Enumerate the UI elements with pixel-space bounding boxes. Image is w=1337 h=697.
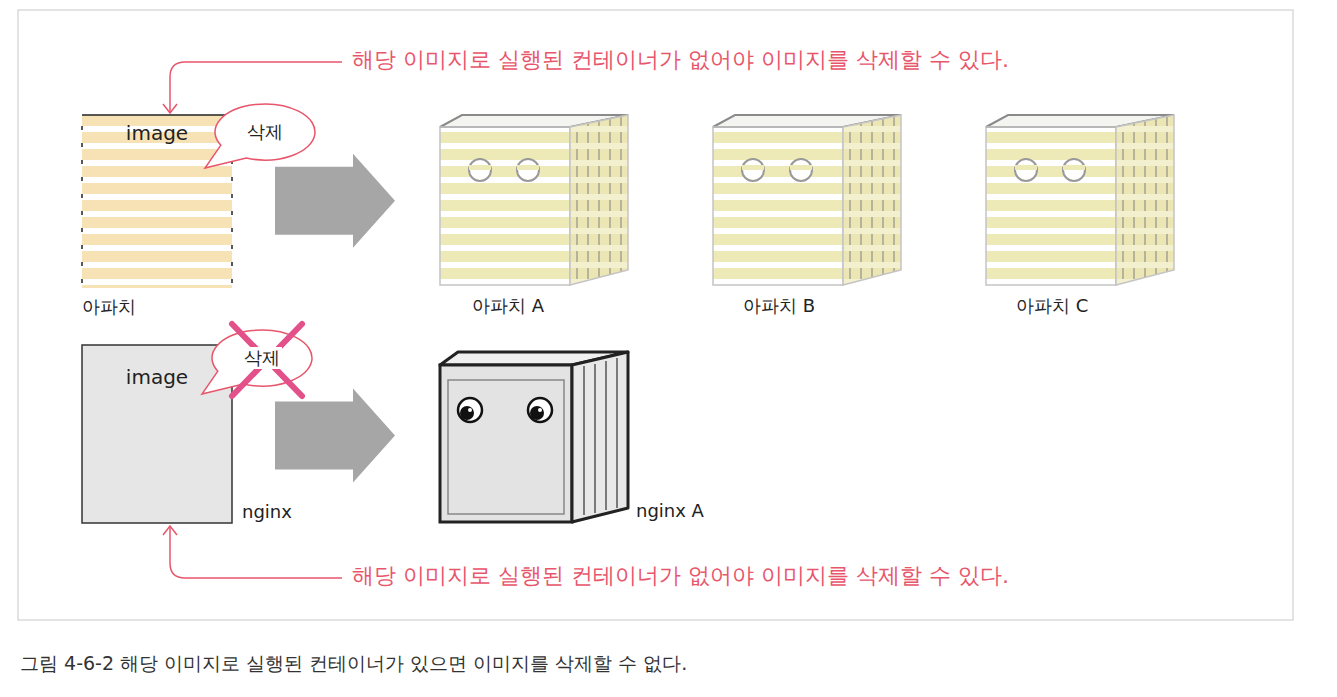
text-holder: 삭제 bbox=[212, 330, 312, 386]
text-holder: image bbox=[82, 121, 232, 145]
apache-container bbox=[440, 115, 628, 285]
figure-caption: 그림 4-6-2 해당 이미지로 실행된 컨테이너가 있으면 이미지를 삭제할 … bbox=[20, 652, 687, 674]
apache-image-shape bbox=[82, 115, 232, 288]
apache-container bbox=[713, 115, 901, 285]
callout-note: 해당 이미지로 실행된 컨테이너가 없어야 이미지를 삭제할 수 있다. bbox=[352, 563, 1009, 588]
figure-caption-holder: 그림 4-6-2 해당 이미지로 실행된 컨테이너가 있으면 이미지를 삭제할 … bbox=[20, 652, 687, 675]
callout-note-holder: 해당 이미지로 실행된 컨테이너가 없어야 이미지를 삭제할 수 있다. bbox=[352, 563, 1009, 589]
box-caption: nginx A bbox=[636, 500, 704, 521]
container-box: 아파치 B bbox=[713, 115, 901, 285]
box-caption: 아파치 A bbox=[472, 295, 544, 316]
text-holder: 아파치 bbox=[82, 296, 136, 318]
box-caption: 아파치 B bbox=[743, 295, 815, 316]
box-caption: nginx bbox=[242, 501, 292, 522]
leader-line bbox=[163, 526, 342, 578]
image-box: image아파치 bbox=[82, 115, 232, 288]
container-box: nginx A bbox=[440, 352, 628, 522]
container-box: 아파치 A bbox=[440, 115, 628, 285]
text-holder: nginx A bbox=[636, 500, 704, 522]
nginx-image-shape bbox=[82, 345, 232, 523]
cross-mark bbox=[232, 324, 302, 396]
block-arrow bbox=[275, 154, 395, 248]
image-box: imagenginx bbox=[82, 345, 232, 523]
callout-note-holder: 해당 이미지로 실행된 컨테이너가 없어야 이미지를 삭제할 수 있다. bbox=[352, 47, 1009, 73]
nginx-container bbox=[440, 352, 628, 522]
box-text: 삭제 bbox=[242, 347, 282, 369]
figure-frame bbox=[18, 10, 1293, 620]
text-holder: 삭제 bbox=[215, 104, 315, 160]
block-arrow bbox=[275, 389, 395, 483]
box-text: 삭제 bbox=[245, 121, 285, 143]
container-box: 아파치 C bbox=[986, 115, 1174, 285]
speech-bubble: 삭제 bbox=[215, 104, 315, 160]
bubble-outline bbox=[202, 330, 312, 394]
speech-bubble: 삭제 bbox=[212, 330, 312, 386]
text-holder: 아파치 C bbox=[1016, 295, 1088, 317]
text-holder: 아파치 A bbox=[472, 295, 544, 317]
bubble-outline bbox=[205, 104, 315, 168]
box-caption: 아파치 bbox=[82, 296, 136, 317]
box-text: image bbox=[126, 121, 188, 145]
box-caption: 아파치 C bbox=[1016, 295, 1088, 316]
callout-note: 해당 이미지로 실행된 컨테이너가 없어야 이미지를 삭제할 수 있다. bbox=[352, 47, 1009, 72]
text-holder: nginx bbox=[242, 501, 292, 523]
box-text: image bbox=[126, 365, 188, 389]
apache-container bbox=[986, 115, 1174, 285]
text-holder: 아파치 B bbox=[743, 295, 815, 317]
